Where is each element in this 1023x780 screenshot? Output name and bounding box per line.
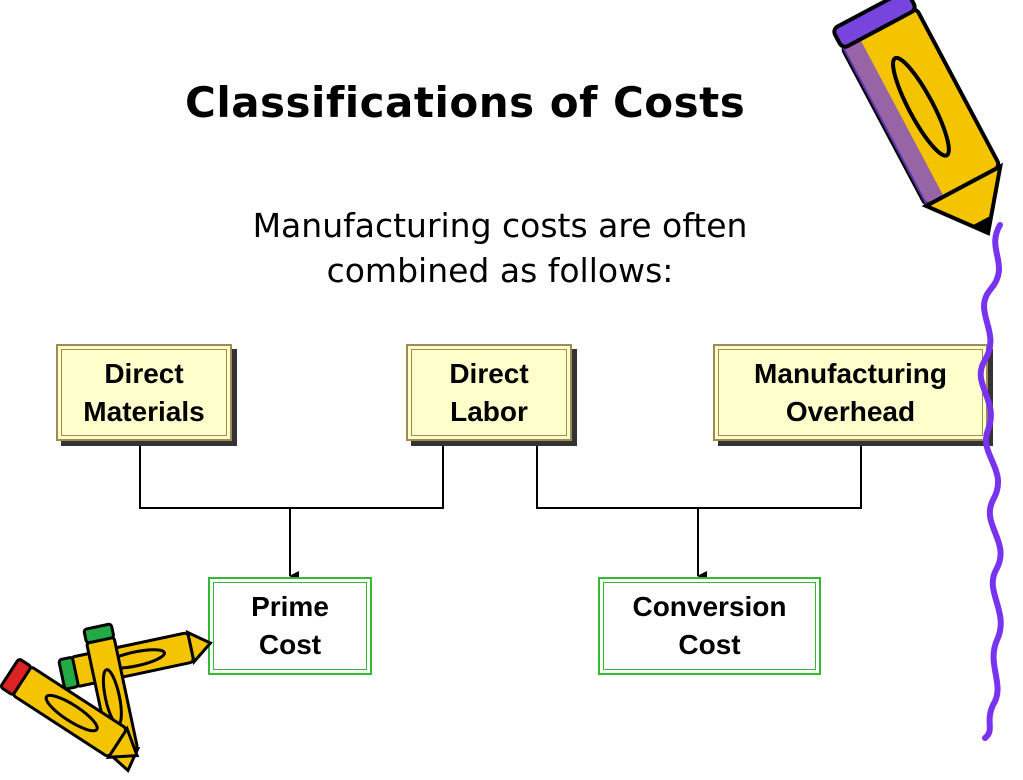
- subtitle-line-2: combined as follows:: [326, 251, 674, 290]
- slide-subtitle: Manufacturing costs are often combined a…: [180, 203, 820, 293]
- conversion-cost-box: Conversion Cost: [598, 577, 821, 675]
- slide-title: Classifications of Costs: [185, 78, 746, 127]
- conversion-cost-line-1: Conversion: [632, 591, 787, 622]
- manufacturing-overhead-line-1: Manufacturing: [754, 357, 947, 389]
- direct-labor-line-1: Direct: [449, 357, 529, 389]
- prime-cost-line-1: Prime: [251, 591, 329, 622]
- direct-materials-box: Direct Materials: [56, 344, 232, 441]
- direct-materials-line-2: Materials: [83, 395, 205, 427]
- prime-cost-line-2: Cost: [258, 629, 322, 660]
- prime-cost-connector: [139, 441, 444, 509]
- direct-labor-box: Direct Labor: [406, 344, 572, 441]
- subtitle-line-1: Manufacturing costs are often: [252, 206, 748, 245]
- direct-materials-line-1: Direct: [104, 357, 184, 389]
- conversion-cost-line-2: Cost: [678, 629, 741, 660]
- direct-labor-line-2: Labor: [450, 395, 528, 427]
- manufacturing-overhead-box: Manufacturing Overhead: [713, 344, 988, 441]
- manufacturing-overhead-line-2: Overhead: [785, 395, 916, 427]
- prime-cost-box: Prime Cost: [208, 577, 372, 675]
